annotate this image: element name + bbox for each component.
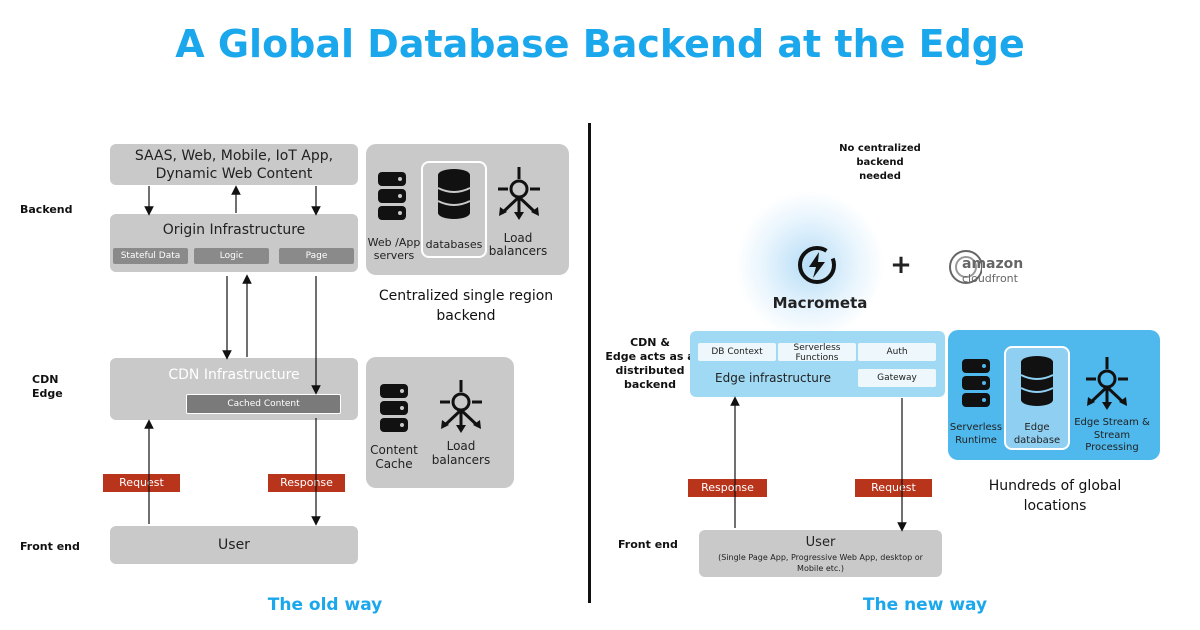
user-box-new: User (Single Page App, Progressive Web A… <box>699 530 942 577</box>
web-app-label-1: Web /App <box>367 236 421 249</box>
chip-logic: Logic <box>194 248 269 264</box>
plus-sign: + <box>890 250 912 280</box>
page-title: A Global Database Backend at the Edge <box>175 22 1025 66</box>
load-label-2: balancers <box>488 244 548 258</box>
global-caption-1: Hundreds of global <box>988 478 1122 494</box>
macrometa-logo-icon <box>798 246 836 284</box>
no-backend-1: No centralized <box>839 143 921 154</box>
side-label-edge: Edge <box>32 387 63 400</box>
origin-infrastructure-box: Origin Infrastructure Stateful Data Logi… <box>110 214 358 272</box>
global-caption-2: locations <box>1023 498 1087 514</box>
content-cache-label-2: Cache <box>375 457 413 471</box>
cdn-edge-label-4: backend <box>623 378 676 391</box>
request-label-old: Request <box>103 474 180 492</box>
side-label-backend: Backend <box>20 203 73 216</box>
chip-page: Page <box>279 248 354 264</box>
no-backend-2: backend <box>856 157 904 168</box>
new-way-caption: The new way <box>862 595 988 615</box>
macrometa-glow <box>735 190 885 340</box>
backend-caption-2: backend <box>436 308 496 324</box>
side-label-front-end: Front end <box>20 540 80 553</box>
load-balancer-icon <box>498 167 540 220</box>
edge-load-balancer-icon <box>440 380 482 433</box>
load-label-1: Load <box>503 231 533 245</box>
serverless-label-1: Serverless <box>949 422 1003 433</box>
user-title-new: User <box>805 535 836 550</box>
origin-title: Origin Infrastructure <box>162 222 306 238</box>
apps-box: SAAS, Web, Mobile, IoT App, Dynamic Web … <box>110 144 358 185</box>
web-app-label-2: servers <box>373 249 415 262</box>
chip-db-context: DB Context <box>698 343 776 361</box>
serverless-runtime-icon <box>962 359 990 407</box>
web-app-servers-icon <box>378 172 406 220</box>
chip-serverless-functions: Serverless Functions <box>778 343 856 363</box>
chip-stateful-data: Stateful Data <box>113 248 188 264</box>
amazon-cloudfront-logo-icon <box>949 250 982 284</box>
center-divider <box>588 123 591 603</box>
stream-label-3: Processing <box>1085 442 1139 453</box>
chip-gateway: Gateway <box>858 369 936 387</box>
user-subtitle-1: (Single Page App, Progressive Web App, d… <box>718 553 923 562</box>
request-label-new: Request <box>855 479 932 497</box>
old-way-caption: The old way <box>267 595 383 615</box>
edge-db-label-2: database <box>1013 435 1061 446</box>
edge-database-icon <box>1020 356 1054 406</box>
cdn-edge-label-2: Edge acts as a <box>605 350 695 363</box>
user-box-old: User <box>110 526 358 564</box>
cdn-edge-label-1: CDN & <box>630 336 670 349</box>
apps-line-1: SAAS, Web, Mobile, IoT App, <box>134 148 334 164</box>
cdn-title: CDN Infrastructure <box>168 367 300 383</box>
apps-line-2: Dynamic Web Content <box>155 166 313 182</box>
stream-processing-icon <box>1086 357 1128 410</box>
no-backend-3: needed <box>859 171 901 182</box>
side-label-cdn: CDN <box>32 373 59 386</box>
amazon-label: amazon <box>962 256 1024 272</box>
cloudfront-label: cloudfront <box>962 272 1018 285</box>
content-cache-label-1: Content <box>370 443 418 457</box>
user-subtitle-2: Mobile etc.) <box>797 564 844 573</box>
user-label-old: User <box>218 537 250 553</box>
stream-label-1: Edge Stream & <box>1074 417 1150 428</box>
edge-infrastructure-box: DB Context Serverless Functions Auth Edg… <box>690 331 945 397</box>
serverless-label-2: Runtime <box>955 435 997 446</box>
chip-cached-content: Cached Content <box>186 394 341 414</box>
database-icon <box>437 169 471 219</box>
chip-auth: Auth <box>858 343 936 361</box>
edge-load-label-2: balancers <box>431 453 491 467</box>
backend-caption-1: Centralized single region <box>378 288 554 304</box>
edge-load-label-1: Load <box>446 439 476 453</box>
side-label-front-end-new: Front end <box>618 538 678 551</box>
databases-label: databases <box>425 238 483 251</box>
content-cache-icon <box>380 384 408 432</box>
edge-infra-title: Edge infrastructure <box>715 371 831 385</box>
response-label-old: Response <box>268 474 345 492</box>
stream-label-2: Stream <box>1093 430 1131 441</box>
macrometa-label: Macrometa <box>772 294 868 312</box>
response-label-new: Response <box>688 479 767 497</box>
cdn-edge-label-3: distributed <box>615 364 685 377</box>
edge-db-label-1: Edge <box>1024 422 1050 433</box>
